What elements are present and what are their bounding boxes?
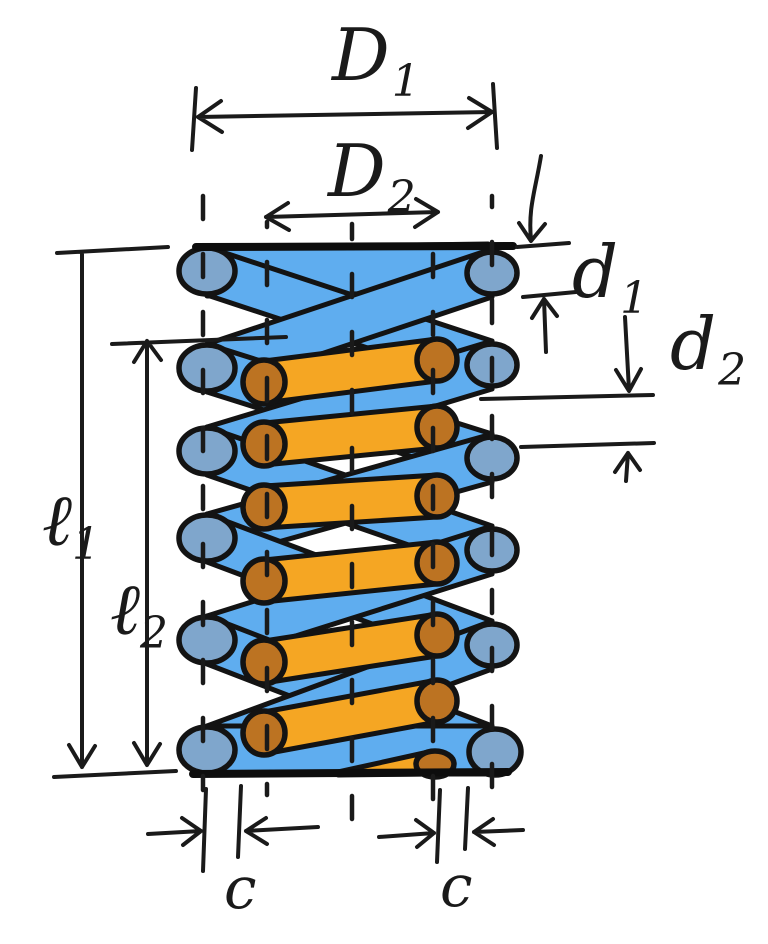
bottom-plate-line [189, 768, 512, 778]
coil-end [176, 342, 238, 394]
coil-end [240, 637, 288, 687]
dim-clearance-right [377, 786, 525, 864]
label-subscript: 1 [392, 56, 420, 107]
dim-outer-diameter [190, 82, 499, 152]
centerlines [200, 193, 495, 849]
label-subscript: 1 [72, 519, 100, 570]
label-inner-diameter: D2 [326, 129, 416, 223]
label-inner-wire: d2 [670, 302, 746, 396]
label-clearance-right: c [440, 852, 472, 920]
coil-end [414, 611, 460, 659]
label-symbol: d [670, 302, 716, 386]
inner-coil-ends [240, 336, 460, 780]
label-symbol: c [440, 852, 472, 920]
coil-end [414, 403, 460, 451]
label-subscript: 2 [387, 172, 416, 223]
label-outer-wire: d1 [572, 230, 648, 324]
label-symbol: c [224, 854, 256, 922]
coil-end [414, 336, 460, 384]
label-outer-diameter: D1 [330, 13, 420, 107]
coil-end [176, 425, 238, 477]
coil-end [414, 677, 460, 725]
label-symbol: ℓ [42, 478, 72, 562]
label-clearance-left: c [224, 854, 256, 922]
top-plate-line [192, 242, 517, 251]
label-outer-length: ℓ1 [42, 478, 100, 570]
coil-end [240, 419, 288, 469]
coil-end [176, 614, 238, 666]
dim-outer-wire [515, 154, 578, 354]
end-plates [189, 242, 517, 778]
label-subscript: 1 [620, 273, 648, 324]
dim-outer-length [52, 245, 178, 779]
label-symbol: d [572, 230, 618, 314]
dim-inner-wire [479, 315, 656, 483]
label-subscript: 2 [139, 608, 168, 659]
coil-end [176, 245, 238, 297]
coil-end [176, 724, 238, 776]
coil-end [414, 539, 460, 587]
outer-coil-ends [176, 245, 524, 778]
dimensions [52, 82, 656, 873]
coil-end [240, 708, 288, 758]
dim-inner-length [110, 335, 288, 767]
dim-clearance-left [146, 784, 320, 873]
dimension-labels: D1 D2 d1 d2 ℓ1 ℓ2 c c [42, 13, 746, 922]
label-symbol: D [330, 13, 390, 97]
label-symbol: D [326, 129, 386, 213]
label-subscript: 2 [717, 345, 746, 396]
dim-inner-diameter [264, 197, 440, 232]
label-symbol: ℓ [110, 567, 140, 651]
label-inner-length: ℓ2 [110, 567, 168, 659]
coil-end [176, 512, 238, 564]
coil-end [414, 472, 460, 520]
coil-end [240, 482, 288, 532]
coil-end [240, 357, 288, 407]
coil-end [240, 556, 288, 606]
